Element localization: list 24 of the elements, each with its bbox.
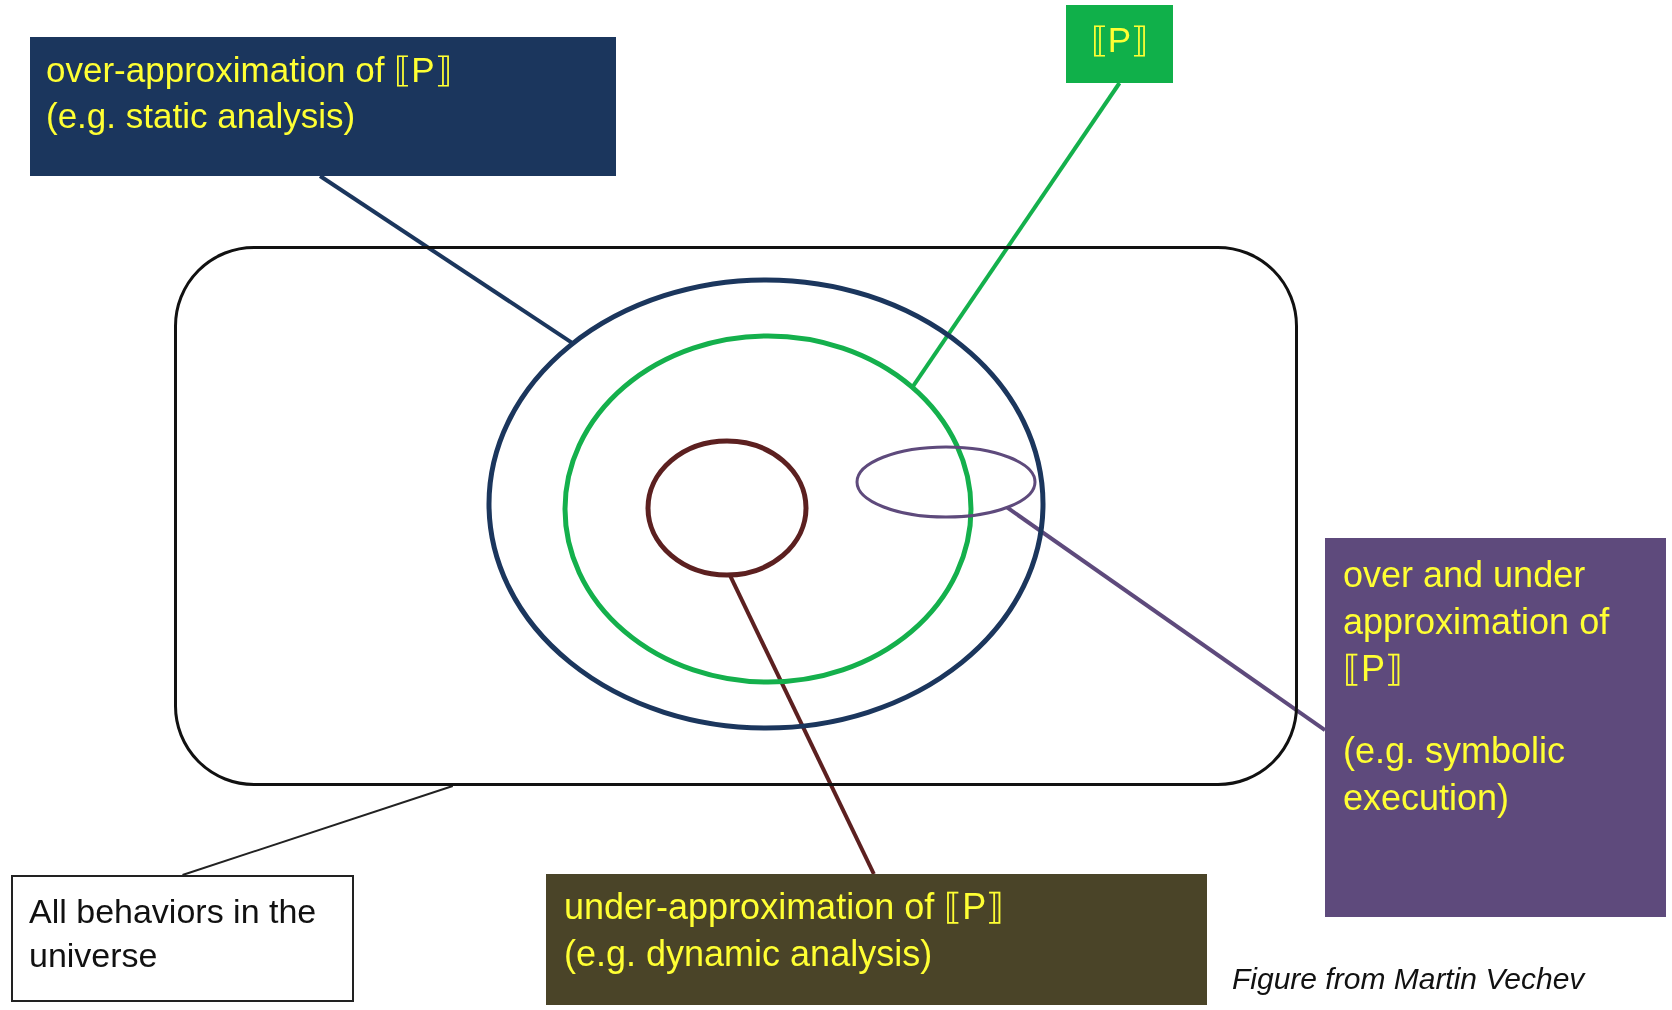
label-text: over-approximation of ⟦P⟧ [46,49,453,91]
under-approximation-circle [648,441,806,575]
over-under-approximation-ellipse [857,447,1035,517]
label-text: (e.g. dynamic analysis) [564,931,934,976]
label-box [1325,538,1666,917]
figure-caption: Figure from Martin Vechev [1232,962,1585,996]
universe-rounded-box [174,246,1298,786]
leader-line [1005,505,1327,732]
label-text: (e.g. symbolic execution) [1343,729,1567,821]
label-box [11,875,354,1002]
label-text: ⟦P⟧ [1089,19,1150,61]
leader-line [910,81,1122,389]
label-text: All behaviors in the universe [29,891,318,977]
label-text: under-approximation of ⟦P⟧ [564,885,1006,929]
leader-line [181,785,454,876]
label-text: over and under approximation of ⟦P⟧ [1343,553,1611,691]
label-box [546,874,1207,1005]
label-box [30,37,616,176]
label-box [1066,5,1173,83]
leader-line [318,174,574,346]
leader-line [727,574,876,875]
label-text: (e.g. static analysis) [46,94,357,137]
program-behaviors-ellipse [565,336,971,682]
over-approximation-ellipse [489,280,1043,728]
